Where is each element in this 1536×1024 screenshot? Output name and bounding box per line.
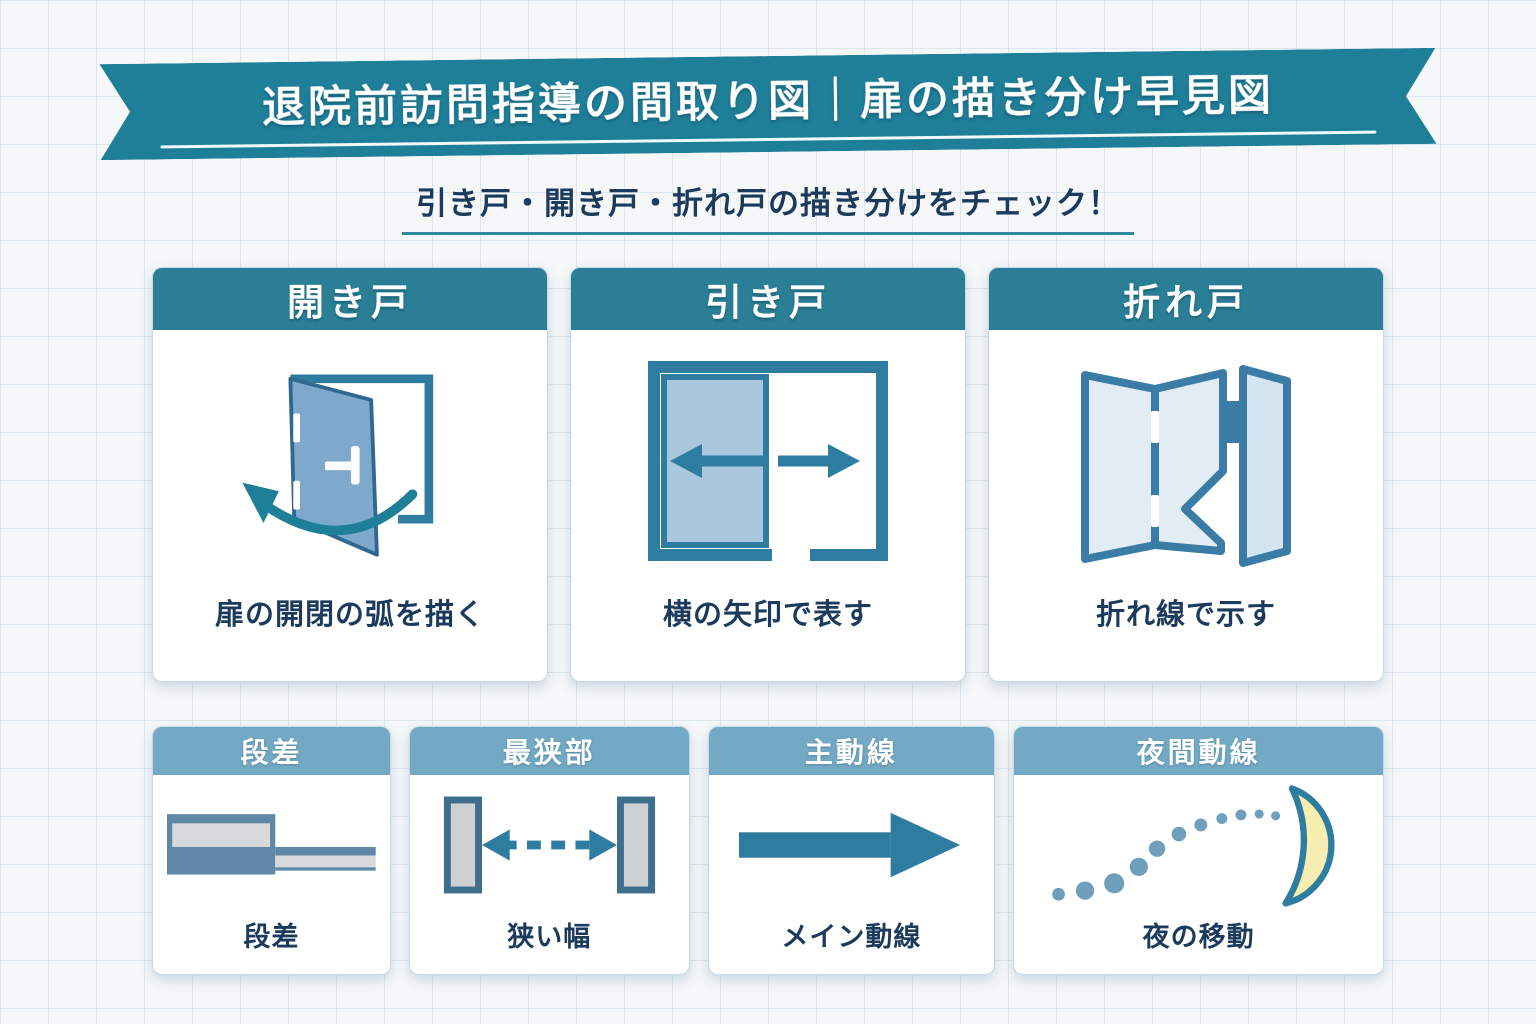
hinged-door-icon bbox=[225, 351, 475, 571]
folding-door-icon bbox=[1071, 353, 1301, 568]
card-main-flow-title: 主動線 bbox=[708, 727, 995, 775]
card-main-flow-caption: メイン動線 bbox=[781, 922, 922, 952]
card-folding-door: 折れ戸 折れ線で示す bbox=[988, 267, 1384, 682]
card-main-flow: 主動線 メイン動線 bbox=[707, 726, 996, 975]
card-hinged-door-title: 開き戸 bbox=[153, 268, 547, 330]
card-hinged-door: 開き戸 扉の開閉の弧を描く bbox=[152, 267, 548, 682]
card-step-title: 段差 bbox=[153, 727, 391, 775]
card-night-flow-title: 夜間動線 bbox=[1014, 727, 1383, 775]
symbol-cards-row: 段差 段差 最狭部 bbox=[152, 726, 1384, 975]
card-folding-door-caption: 折れ線で示す bbox=[1095, 599, 1276, 631]
title-ribbon-banner: 退院前訪問指導の間取り図｜扉の描き分け早見図 bbox=[99, 48, 1436, 160]
card-narrow-width-title: 最狭部 bbox=[410, 727, 689, 775]
card-sliding-door: 引き戸 横の矢印で表す bbox=[570, 267, 966, 682]
night-flow-icon bbox=[1044, 775, 1354, 915]
card-night-flow-caption: 夜の移動 bbox=[1142, 922, 1255, 952]
card-sliding-door-caption: 横の矢印で表す bbox=[662, 599, 873, 631]
card-step: 段差 段差 bbox=[152, 726, 392, 975]
step-icon bbox=[166, 799, 377, 891]
sliding-door-icon bbox=[648, 360, 888, 561]
card-folding-door-title: 折れ戸 bbox=[989, 268, 1383, 330]
card-sliding-door-title: 引き戸 bbox=[571, 268, 965, 330]
subtitle: 引き戸・開き戸・折れ戸の描き分けをチェック！ bbox=[402, 178, 1134, 235]
card-narrow-width-caption: 狭い幅 bbox=[507, 922, 592, 952]
subtitle-wrap: 引き戸・開き戸・折れ戸の描き分けをチェック！ bbox=[0, 178, 1536, 235]
card-narrow-width: 最狭部 狭い幅 bbox=[409, 726, 690, 975]
card-night-flow: 夜間動線 夜の移動 bbox=[1013, 726, 1384, 975]
narrow-width-icon bbox=[437, 793, 662, 897]
card-step-caption: 段差 bbox=[243, 922, 300, 952]
card-hinged-door-caption: 扉の開閉の弧を描く bbox=[214, 599, 485, 631]
main-flow-arrow-icon bbox=[738, 804, 964, 886]
door-cards-row: 開き戸 扉の開閉の弧を描く 引き戸 bbox=[152, 267, 1384, 682]
